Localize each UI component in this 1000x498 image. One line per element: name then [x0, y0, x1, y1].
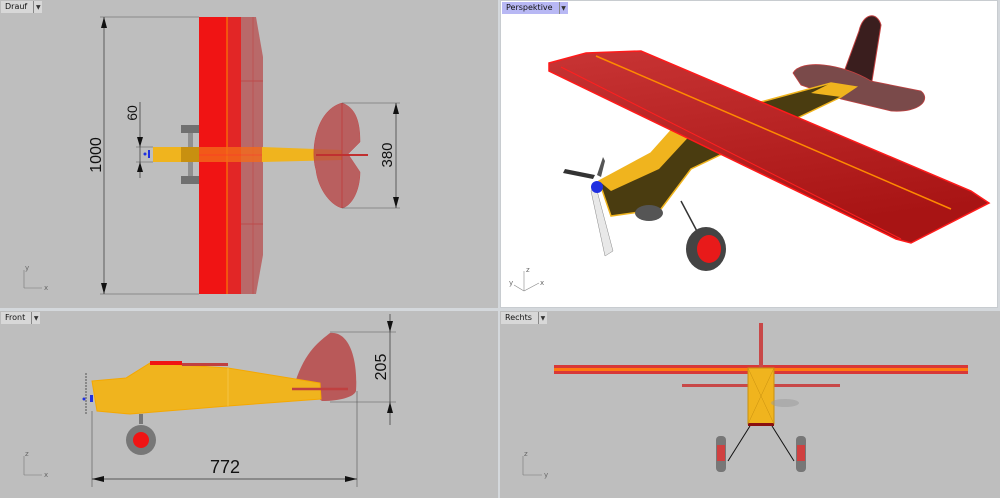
right-view-canvas[interactable]: z y [500, 311, 1000, 498]
axis-indicator: z x [23, 450, 48, 479]
stabilizer-persp [792, 64, 926, 112]
svg-text:z: z [25, 450, 29, 458]
wheel-right [181, 176, 199, 184]
dimension-fin-height: 205 [330, 314, 396, 425]
top-view-canvas[interactable]: 1000 60 380 y x [0, 0, 498, 308]
spinner [591, 181, 603, 193]
svg-text:380: 380 [379, 142, 396, 167]
svg-text:1000: 1000 [88, 137, 105, 173]
dimension-fuselage-width: 60 [124, 102, 153, 178]
viewport-label: Rechts [505, 313, 532, 322]
svg-text:y: y [509, 279, 513, 287]
dropdown-arrow-icon[interactable]: ▼ [558, 2, 568, 14]
axis-indicator: z x y [509, 266, 544, 292]
viewport-tab-perspective[interactable]: Perspektive ▼ [502, 2, 568, 14]
svg-text:205: 205 [373, 354, 390, 381]
axis-indicator: y x [23, 264, 48, 292]
viewport-label: Front [5, 313, 26, 322]
svg-text:772: 772 [210, 457, 240, 477]
svg-text:x: x [44, 471, 48, 479]
dropdown-arrow-icon[interactable]: ▼ [33, 1, 42, 13]
dropdown-arrow-icon[interactable]: ▼ [31, 312, 40, 324]
viewport-right[interactable]: z y Rechts ▼ [500, 311, 1000, 498]
dropdown-arrow-icon[interactable]: ▼ [537, 312, 547, 324]
svg-text:x: x [540, 279, 544, 287]
dimension-fuselage-length: 772 [91, 391, 358, 487]
wing-persp [548, 50, 991, 244]
viewport-tab-right[interactable]: Rechts ▼ [501, 312, 547, 324]
viewport-tab-top[interactable]: Drauf ▼ [1, 1, 43, 13]
svg-text:x: x [44, 284, 48, 292]
viewport-top[interactable]: 1000 60 380 y x Drauf ▼ [0, 0, 500, 308]
svg-text:y: y [544, 471, 548, 479]
viewport-front[interactable]: 772 205 z x Front ▼ [0, 311, 498, 498]
fuselage-side [91, 362, 322, 415]
svg-text:y: y [25, 264, 29, 272]
perspective-view-canvas[interactable]: z x y [501, 1, 998, 308]
svg-text:60: 60 [124, 105, 140, 121]
dimension-stabilizer-span: 380 [342, 102, 400, 209]
viewport-perspective[interactable]: z x y Perspektive ▼ [500, 0, 998, 308]
svg-text:z: z [526, 266, 530, 274]
viewport-tab-front[interactable]: Front ▼ [1, 312, 41, 324]
viewport-label: Drauf [5, 2, 28, 11]
axis-indicator: z y [522, 450, 548, 479]
viewport-label: Perspektive [506, 3, 553, 12]
dimension-wingspan: 1000 [88, 16, 199, 295]
front-view-canvas[interactable]: 772 205 z x [0, 311, 498, 498]
wheel-left [181, 125, 199, 133]
svg-text:z: z [524, 450, 528, 458]
